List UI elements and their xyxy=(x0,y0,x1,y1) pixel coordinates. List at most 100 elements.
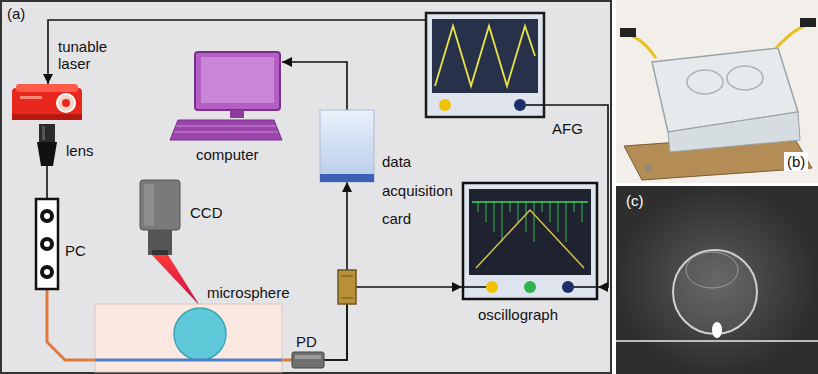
panel-a-ground xyxy=(1,1,611,373)
laser-icon: tunable laser xyxy=(12,84,82,124)
laser-icon-part xyxy=(20,96,42,99)
microsphere-stage: microsphere xyxy=(95,304,282,372)
photodetector-art xyxy=(292,352,324,368)
oscilloscope-part xyxy=(550,202,551,222)
oscilloscope-part xyxy=(524,281,536,293)
computer-icon-part xyxy=(195,52,280,110)
computer-icon-part xyxy=(230,110,244,118)
panel-separator xyxy=(613,0,616,374)
daq-card-art xyxy=(320,110,374,182)
ccd-camera-part xyxy=(152,250,168,255)
oscilloscope-part xyxy=(534,202,535,242)
oscilloscope: oscillograph xyxy=(462,182,598,300)
ccd-camera-part xyxy=(140,180,180,230)
function-generator-part xyxy=(435,26,535,86)
device-label: oscillograph xyxy=(478,306,558,323)
device-label: data acquisition card xyxy=(382,148,466,234)
function-generator: AFG xyxy=(425,12,545,118)
optical-fiber xyxy=(282,359,292,362)
ccd-camera-part xyxy=(144,184,154,226)
photodetector: PD xyxy=(292,352,324,368)
panel-label: (b) xyxy=(784,152,808,171)
function-generator-part xyxy=(514,99,526,111)
oscilloscope-part xyxy=(526,202,527,232)
photodetector-part xyxy=(295,355,321,359)
function-generator-part xyxy=(432,19,538,93)
oscilloscope-part xyxy=(486,281,498,293)
polarization-controller-part xyxy=(44,269,50,275)
fiber-image xyxy=(616,340,818,342)
laser-icon-part xyxy=(62,99,70,107)
screw xyxy=(645,165,651,171)
laser-icon-part xyxy=(16,84,78,92)
polarization-controller-part xyxy=(40,237,54,251)
oscilloscope-art xyxy=(462,182,598,300)
laser-icon-part xyxy=(12,88,82,120)
lens-icon-art xyxy=(36,124,58,166)
fiber-connector xyxy=(620,28,636,37)
oscilloscope-part xyxy=(463,183,597,299)
oscilloscope-part xyxy=(574,286,598,288)
function-generator-part xyxy=(426,13,544,117)
oscilloscope-part xyxy=(486,202,487,222)
function-generator-art xyxy=(425,12,545,118)
computer-icon-part xyxy=(201,57,274,103)
daq-card: data acquisition card xyxy=(320,110,374,182)
polarization-controller-part xyxy=(44,241,50,247)
panel-separator xyxy=(616,183,818,186)
microsphere-stage-part xyxy=(95,359,282,362)
oscilloscope-part xyxy=(462,286,486,288)
oscilloscope-part xyxy=(558,202,559,232)
panel-b-photo xyxy=(616,0,818,183)
oscilloscope-part xyxy=(469,189,591,275)
daq-card-part xyxy=(320,174,374,182)
signal-wire xyxy=(282,62,347,110)
oscilloscope-part xyxy=(502,202,503,242)
laser-icon-art xyxy=(12,84,82,124)
sphere-reflection xyxy=(686,252,738,288)
polarization-controller-art xyxy=(35,198,59,290)
oscilloscope-part xyxy=(478,202,479,212)
block-hole xyxy=(687,70,723,94)
oscilloscope-part xyxy=(582,202,583,222)
fiber-cable xyxy=(776,24,812,48)
ccd-view-cone xyxy=(152,255,200,306)
oscilloscope-part xyxy=(510,202,511,212)
oscilloscope-part xyxy=(542,202,543,212)
sphere-image xyxy=(673,250,757,334)
computer-icon-art xyxy=(170,52,282,142)
device-label: computer xyxy=(196,146,259,163)
lens-icon-part xyxy=(39,124,55,142)
panel-label: (a) xyxy=(7,5,25,22)
device-label: PC xyxy=(65,242,86,259)
ccd-camera: CCD xyxy=(140,180,180,255)
laser-icon-part xyxy=(57,94,75,112)
splitter-detail xyxy=(341,298,353,299)
oscilloscope-part xyxy=(494,202,495,232)
function-generator-part xyxy=(526,104,545,106)
block-hole xyxy=(727,66,763,90)
device-label: CCD xyxy=(190,204,223,221)
function-generator-part xyxy=(439,99,451,111)
oscilloscope-part xyxy=(472,201,588,203)
fiber-cable xyxy=(620,34,656,58)
signal-wire xyxy=(46,166,48,198)
panel-c-photo xyxy=(616,186,818,374)
optical-fiber xyxy=(47,290,95,360)
oscilloscope-part xyxy=(562,281,574,293)
lens-icon: lens xyxy=(36,124,58,166)
oscilloscope-part xyxy=(566,202,567,242)
oscilloscope-part xyxy=(518,202,519,222)
microsphere-stage-part xyxy=(95,304,282,372)
laser-icon-part xyxy=(12,114,82,120)
computer-icon: computer xyxy=(170,52,282,142)
polarization-controller-part xyxy=(40,209,54,223)
polarization-controller-part xyxy=(40,265,54,279)
polarization-controller-part xyxy=(36,199,58,289)
ccd-camera-art xyxy=(140,180,180,255)
oscilloscope-part xyxy=(476,210,584,268)
computer-icon-part xyxy=(170,120,282,140)
device-label: microsphere xyxy=(207,284,290,301)
acrylic-block-side xyxy=(668,112,800,152)
